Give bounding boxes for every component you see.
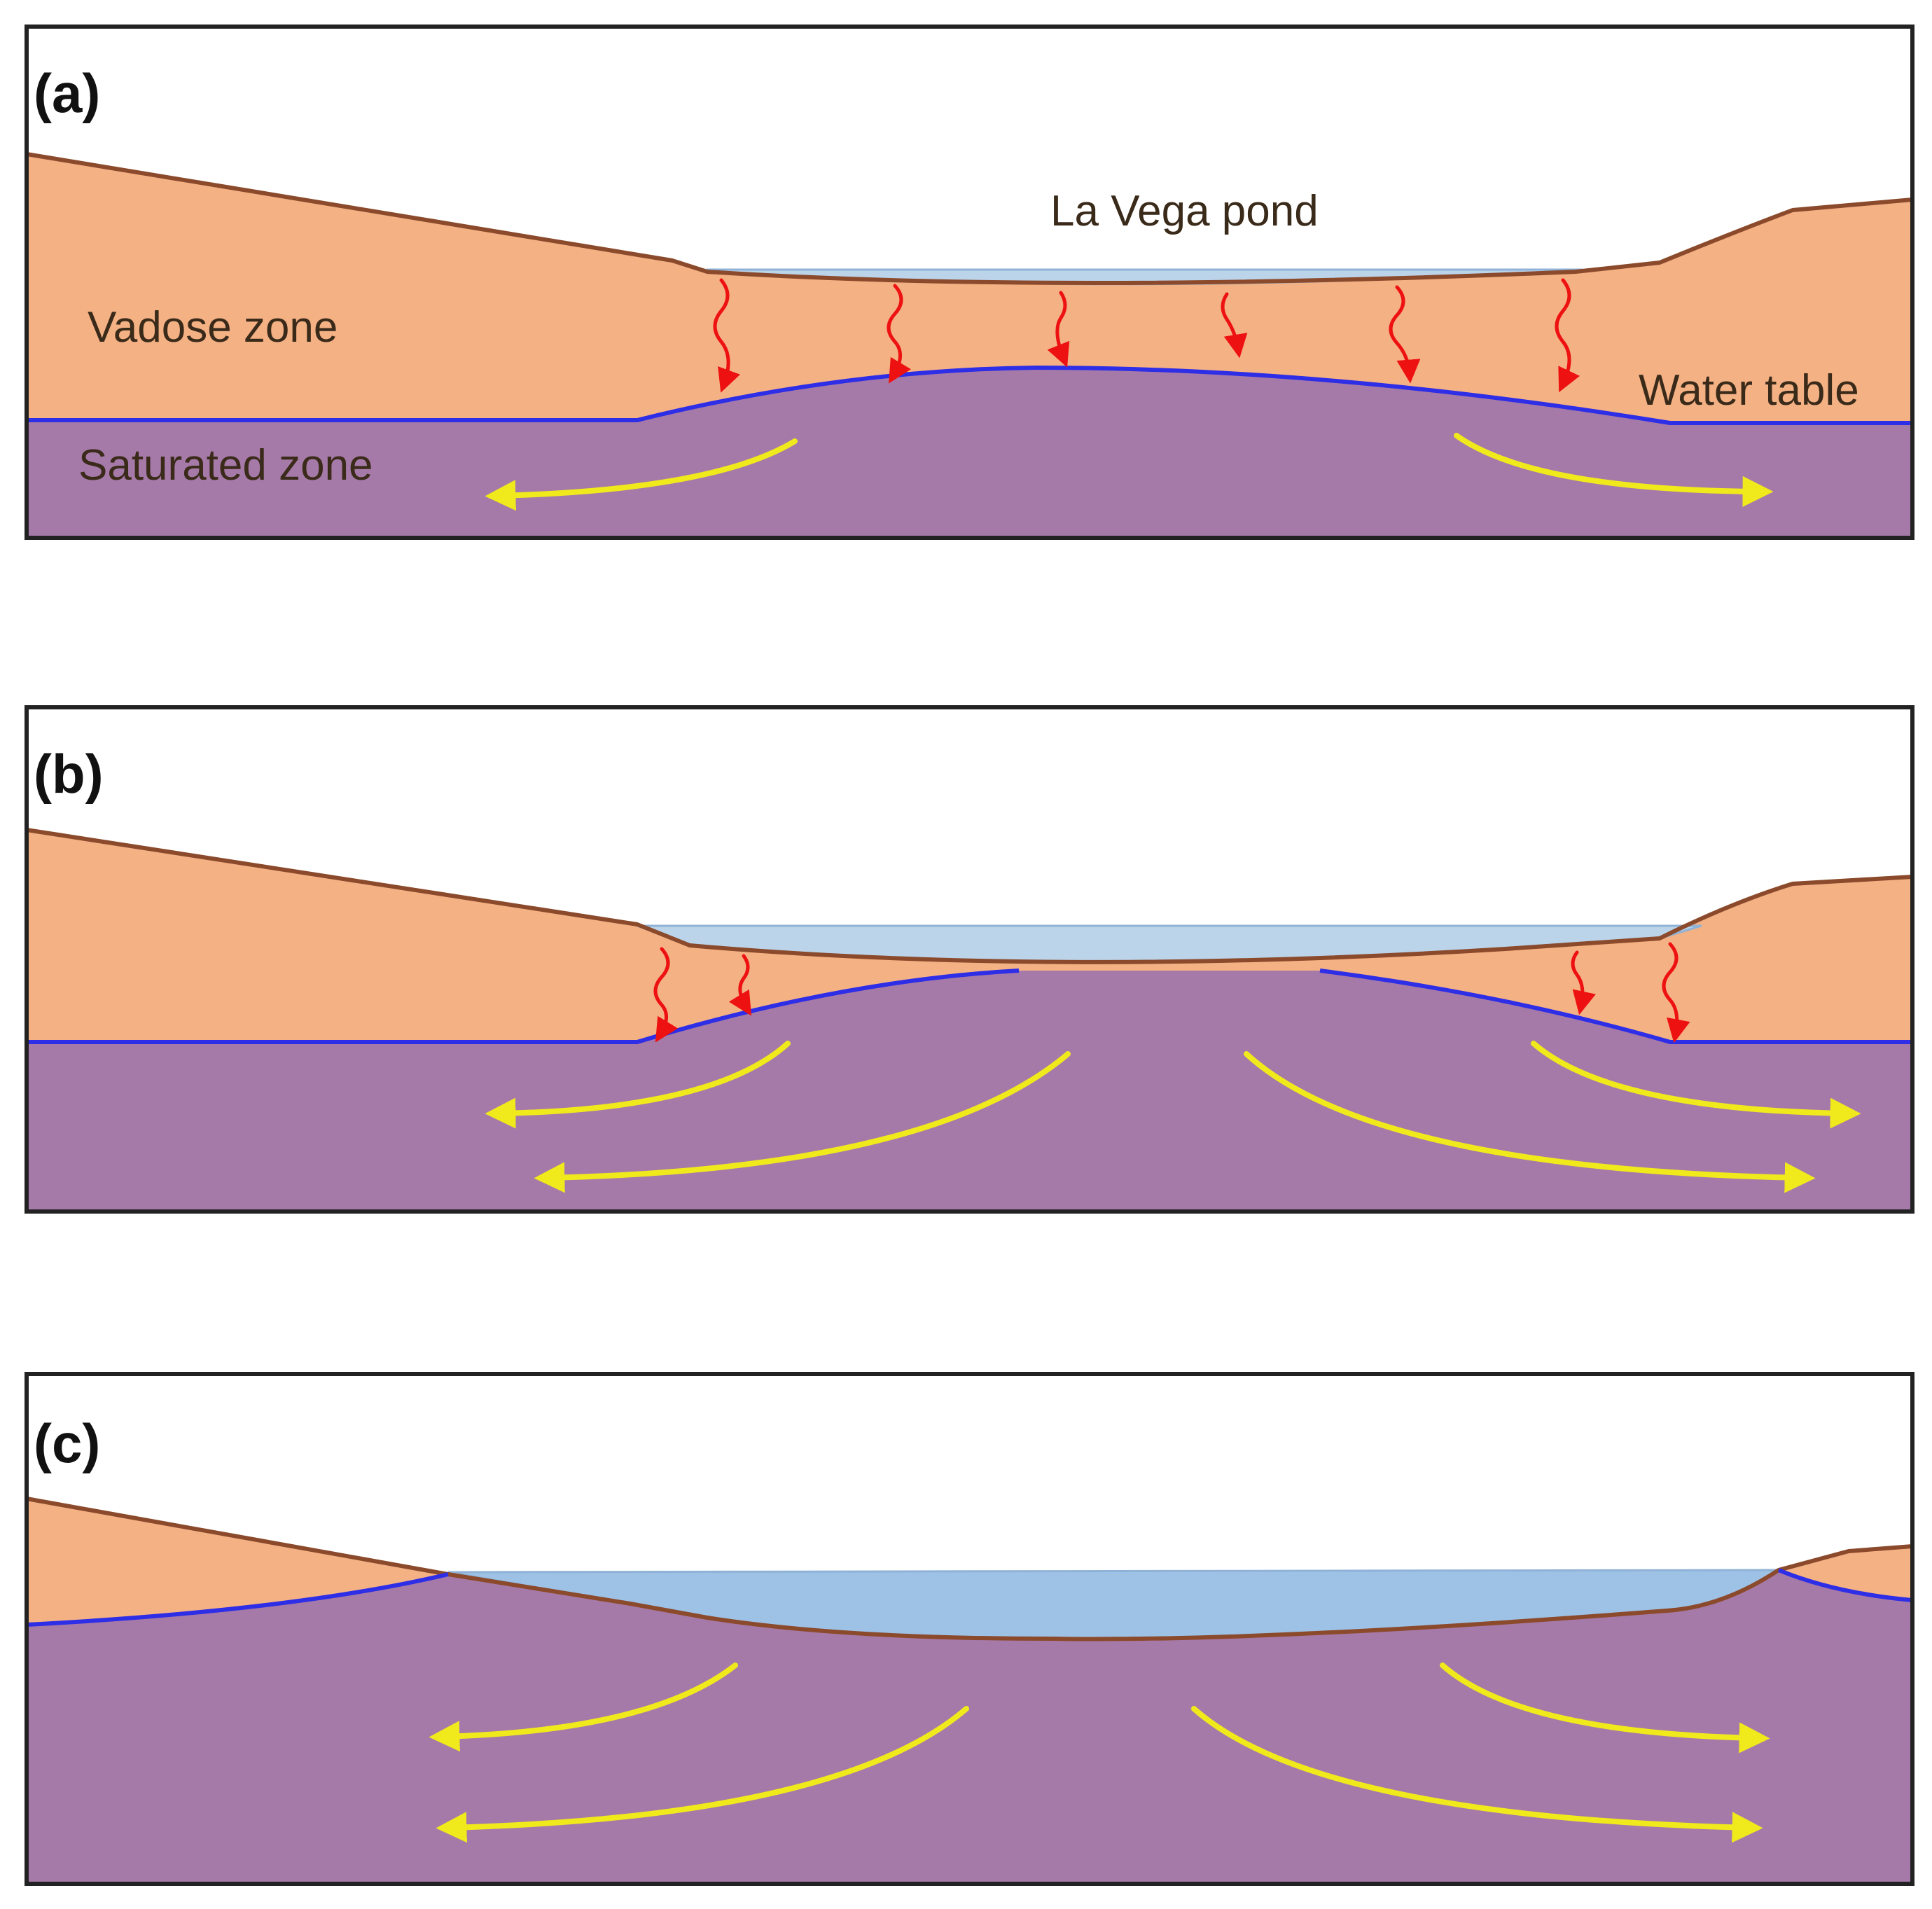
panel-frame-a <box>25 25 1914 540</box>
groundwater-flow-arrow <box>1531 1041 1861 1129</box>
panel-label-b: (b) <box>34 743 104 805</box>
water-table-line-b <box>27 969 1912 1044</box>
ground-surface-a <box>26 152 1913 285</box>
infiltration-arrow <box>1555 278 1580 393</box>
infiltration-arrow <box>713 278 741 393</box>
panel-c: (c) <box>25 1372 1914 1886</box>
infiltration-arrow <box>1221 292 1248 359</box>
groundwater-flow-arrow <box>436 1706 969 1843</box>
panel-a: (a) La Vega pond Vadose zone Water table… <box>25 25 1914 540</box>
saturated-zone-c <box>27 1570 1912 1884</box>
infiltration-arrow <box>1662 942 1690 1043</box>
groundwater-flow-arrow <box>1191 1706 1763 1843</box>
groundwater-flow-arrow <box>429 1662 738 1752</box>
groundwater-flow-arrow <box>534 1051 1071 1193</box>
infiltration-arrows-a <box>713 278 1580 393</box>
water-table-line-a <box>27 365 1912 425</box>
vadose-zone-label: Vadose zone <box>88 303 338 352</box>
panel-label-a: (a) <box>34 62 100 124</box>
groundwater-flow-arrow <box>485 1041 791 1129</box>
infiltration-arrow <box>653 947 679 1043</box>
groundwater-flow-arrow <box>1440 1662 1770 1754</box>
panel-frame-c <box>25 1372 1914 1886</box>
vadose-zone-right-c <box>1779 1546 1912 1600</box>
infiltration-arrow <box>1571 950 1596 1015</box>
infiltration-arrow <box>1047 291 1070 368</box>
infiltration-arrows-b <box>653 942 1690 1043</box>
groundwater-flow-arrows-c <box>429 1662 1770 1843</box>
infiltration-arrow <box>728 954 752 1016</box>
groundwater-flow-arrow <box>1244 1051 1816 1193</box>
infiltration-arrow <box>1389 285 1421 384</box>
groundwater-flow-arrow <box>485 438 798 511</box>
water-table-line-c <box>26 1568 1913 1627</box>
panel-label-c: (c) <box>34 1412 100 1474</box>
infiltration-arrow <box>887 284 912 384</box>
panel-b: (b) <box>25 705 1914 1214</box>
groundwater-flow-arrows-a <box>485 433 1774 511</box>
ground-surface-b <box>26 828 1913 964</box>
pond-label: La Vega pond <box>1050 187 1319 235</box>
saturated-zone-label: Saturated zone <box>78 441 373 490</box>
saturated-zone-b <box>27 971 1912 1212</box>
ground-surface-c <box>26 1497 1913 1641</box>
vadose-zone-a <box>27 154 1912 423</box>
water-table-label: Water table <box>1639 366 1859 415</box>
groundwater-flow-arrow <box>1454 433 1774 507</box>
panel-frame-b <box>25 705 1914 1214</box>
groundwater-flow-arrows-b <box>485 1041 1861 1193</box>
